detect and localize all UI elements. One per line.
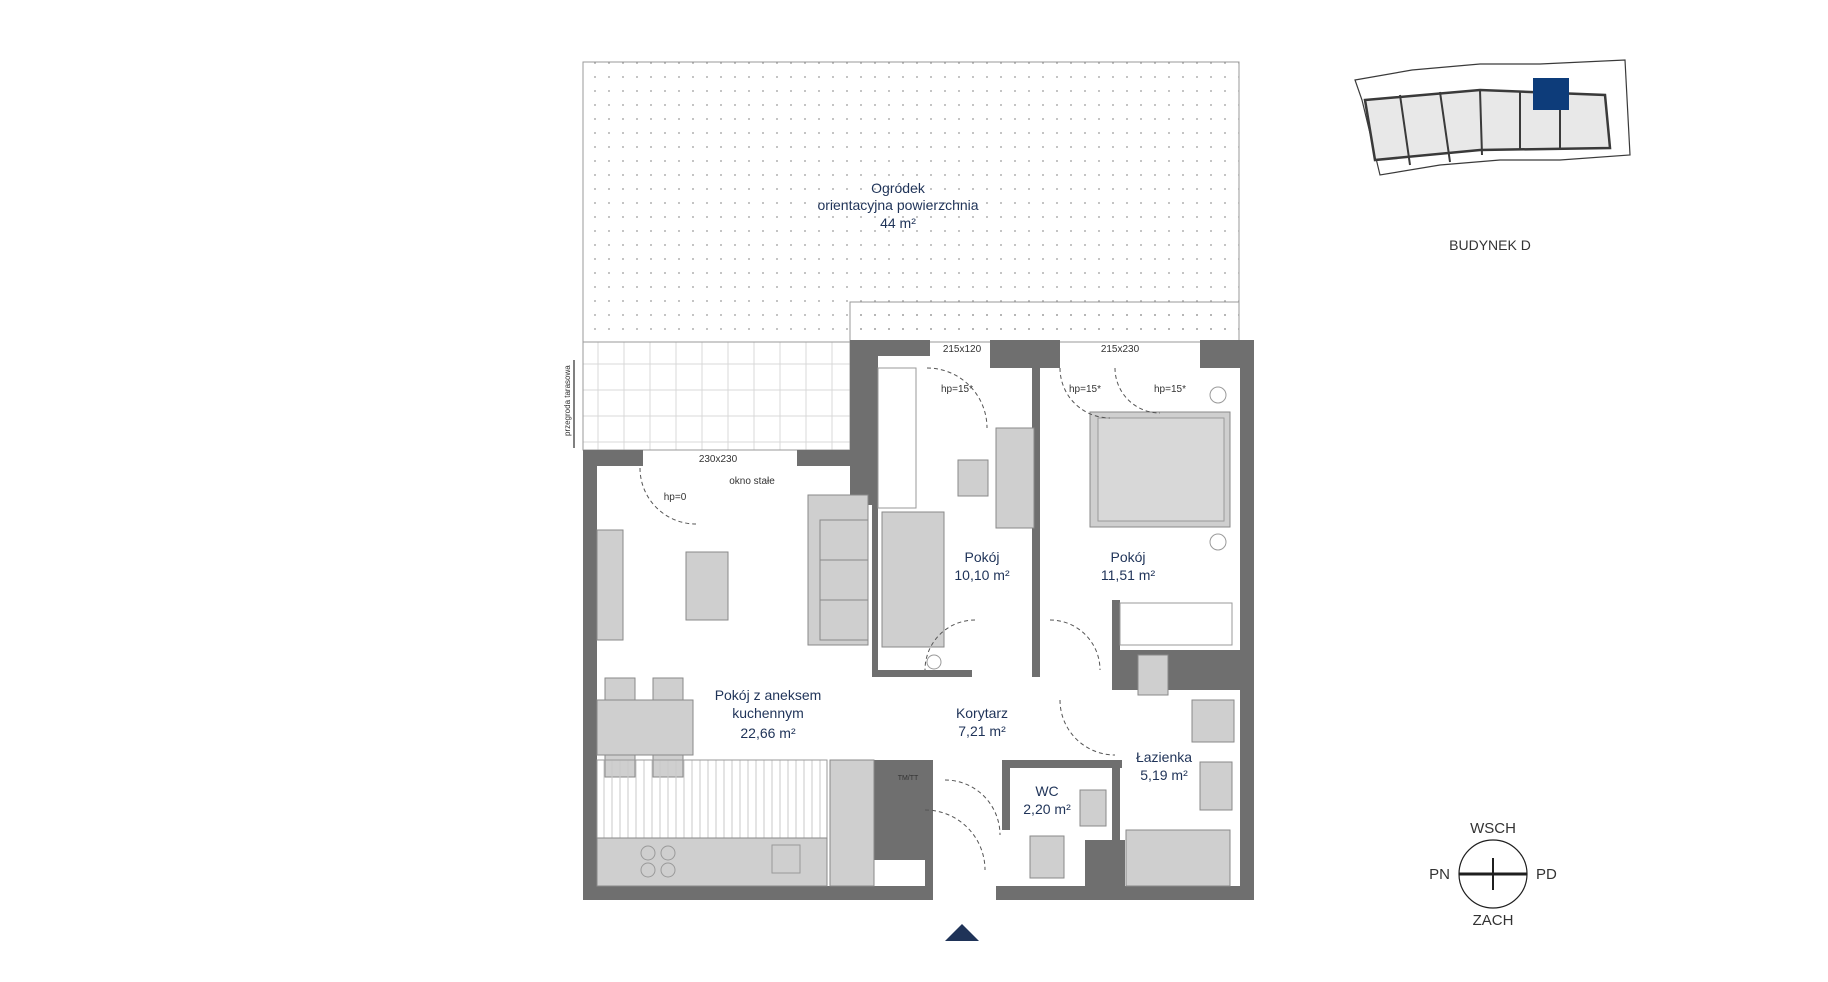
hp-living: hp=0 bbox=[664, 492, 687, 503]
door-swings bbox=[639, 367, 1161, 871]
chair bbox=[957, 459, 989, 497]
building-key-plan: BUDYNEK D bbox=[1354, 59, 1631, 253]
garden-name: Ogródek bbox=[871, 180, 926, 196]
bathroom-name: Łazienka bbox=[1136, 749, 1192, 765]
building-label: BUDYNEK D bbox=[1449, 237, 1531, 253]
compass: WSCH ZACH PN PD bbox=[1429, 820, 1557, 929]
door-living-size: 230x230 bbox=[699, 454, 738, 465]
compass-south: ZACH bbox=[1473, 912, 1514, 929]
living-furniture bbox=[596, 494, 875, 887]
corridor-name: Korytarz bbox=[956, 705, 1008, 721]
kitchen-counter bbox=[596, 837, 828, 887]
room1-area: 10,10 m² bbox=[954, 567, 1010, 583]
living-name-2: kuchennym bbox=[732, 705, 804, 721]
bed-single bbox=[881, 511, 945, 648]
hp-room1: hp=15* bbox=[941, 384, 973, 395]
bathtub bbox=[1125, 829, 1231, 887]
entrance-arrow-icon bbox=[945, 924, 979, 941]
highlighted-unit bbox=[1533, 78, 1569, 110]
coffee-table bbox=[685, 551, 729, 621]
terrace bbox=[573, 341, 851, 451]
bathroom-area: 5,19 m² bbox=[1140, 767, 1188, 783]
annotations: przegroda tarasowa okno stałe 230x230 21… bbox=[563, 344, 1186, 782]
living-name: Pokój z aneksem bbox=[715, 687, 822, 703]
wc-name: WC bbox=[1035, 783, 1058, 799]
sink-wc bbox=[1079, 789, 1107, 827]
compass-east: PD bbox=[1536, 866, 1557, 883]
room-labels: Ogródek orientacyjna powierzchnia 44 m² … bbox=[715, 180, 1193, 817]
room2-furniture bbox=[1089, 386, 1233, 646]
room1-furniture bbox=[877, 367, 1035, 670]
door-room1-size: 215x120 bbox=[943, 344, 982, 355]
tm-tt-label: TM/TT bbox=[898, 775, 919, 782]
door-room2-size: 215x230 bbox=[1101, 344, 1140, 355]
washing-machine bbox=[1191, 699, 1235, 743]
hp-room2-a: hp=15* bbox=[1069, 384, 1101, 395]
toilet-bath bbox=[1137, 654, 1169, 696]
room2-area: 11,51 m² bbox=[1101, 567, 1156, 583]
garden-subtitle: orientacyjna powierzchnia bbox=[817, 197, 978, 213]
living-area: 22,66 m² bbox=[740, 725, 796, 741]
tv-cabinet bbox=[596, 529, 624, 641]
room2-name: Pokój bbox=[1110, 549, 1145, 565]
toilet-wc bbox=[1029, 835, 1065, 879]
terrace-divider-label: przegroda tarasowa bbox=[563, 365, 572, 436]
room1-name: Pokój bbox=[964, 549, 999, 565]
bathroom-fixtures bbox=[1125, 654, 1235, 887]
desk bbox=[995, 427, 1035, 529]
window-fixed-label: okno stałe bbox=[729, 476, 775, 487]
wc-fixtures bbox=[1029, 789, 1107, 879]
garden-area-value: 44 m² bbox=[880, 215, 916, 231]
compass-north: WSCH bbox=[1470, 820, 1516, 837]
dining-table bbox=[596, 699, 694, 756]
corridor-area: 7,21 m² bbox=[958, 723, 1006, 739]
walls bbox=[583, 340, 1254, 900]
compass-west: PN bbox=[1429, 866, 1450, 883]
sink-bath bbox=[1199, 761, 1233, 811]
wc-area: 2,20 m² bbox=[1023, 801, 1071, 817]
garden-area bbox=[582, 61, 1240, 343]
hp-room2-b: hp=15* bbox=[1154, 384, 1186, 395]
